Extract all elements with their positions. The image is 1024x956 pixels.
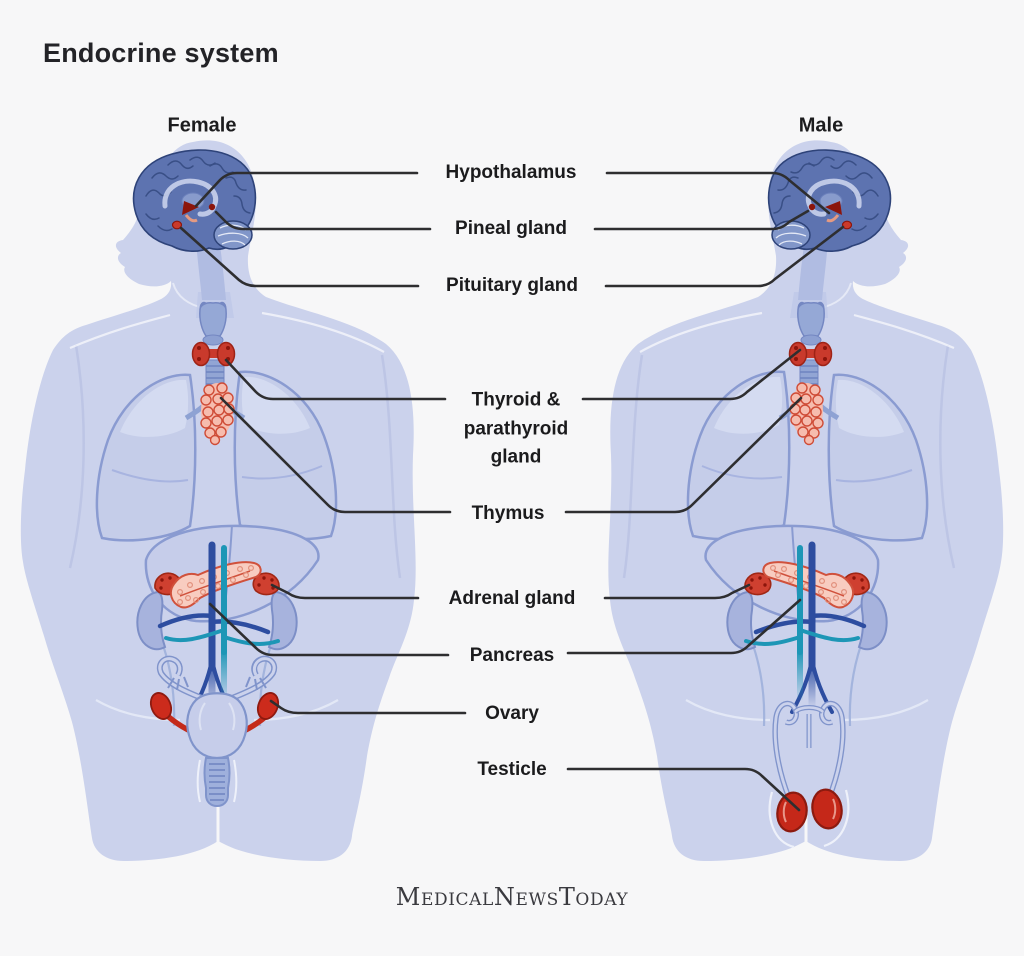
- uterus-ovaries: [149, 655, 280, 808]
- gland-label-pineal: Pineal gland: [455, 217, 567, 239]
- leader-pituitary-female: [179, 226, 420, 288]
- leader-pituitary-male: [604, 225, 845, 288]
- leader-pineal-female: [214, 210, 432, 231]
- male-figure: [608, 140, 1003, 861]
- male-body-art: [608, 140, 1003, 861]
- leader-thyroid-female: [224, 358, 447, 401]
- leader-adrenal-male: [603, 583, 751, 600]
- leader-pineal-male: [593, 209, 810, 231]
- leader-hypothalamus-male: [605, 171, 831, 215]
- gland-label-hypothalamus: Hypothalamus: [445, 161, 577, 183]
- female-figure: [21, 140, 416, 861]
- leader-ovary-female: [269, 699, 467, 715]
- leader-pancreas-male: [566, 598, 802, 655]
- gland-label-thyroid-parathyroid: Thyroid & parathyroid gland: [463, 389, 569, 468]
- leader-adrenal-female: [270, 583, 420, 600]
- gland-label-ovary: Ovary: [485, 702, 539, 724]
- gland-label-testicle: Testicle: [477, 758, 547, 780]
- gland-label-thymus: Thymus: [471, 502, 545, 524]
- testes: [768, 700, 850, 849]
- leader-thymus-male: [564, 396, 803, 514]
- leader-lines: [179, 171, 845, 812]
- male-figure-title: Male: [798, 114, 844, 137]
- gland-label-adrenal: Adrenal gland: [448, 587, 576, 609]
- page-title: Endocrine system: [43, 38, 279, 68]
- leader-pancreas-female: [208, 602, 450, 657]
- gland-label-pancreas: Pancreas: [469, 644, 555, 666]
- testicle-right: [811, 788, 843, 830]
- ovary-right: [256, 692, 280, 720]
- uterus: [186, 692, 248, 760]
- testicle-left: [776, 791, 808, 833]
- leader-testicle-male: [566, 767, 801, 812]
- female-figure-title: Female: [167, 114, 237, 137]
- ovary-left: [149, 692, 173, 720]
- leader-thymus-female: [219, 396, 452, 514]
- leader-hypothalamus-female: [194, 171, 419, 208]
- leader-thyroid-male: [581, 348, 802, 401]
- brand-logo: MedicalNewsToday: [395, 883, 629, 911]
- gland-label-pituitary: Pituitary gland: [446, 274, 578, 296]
